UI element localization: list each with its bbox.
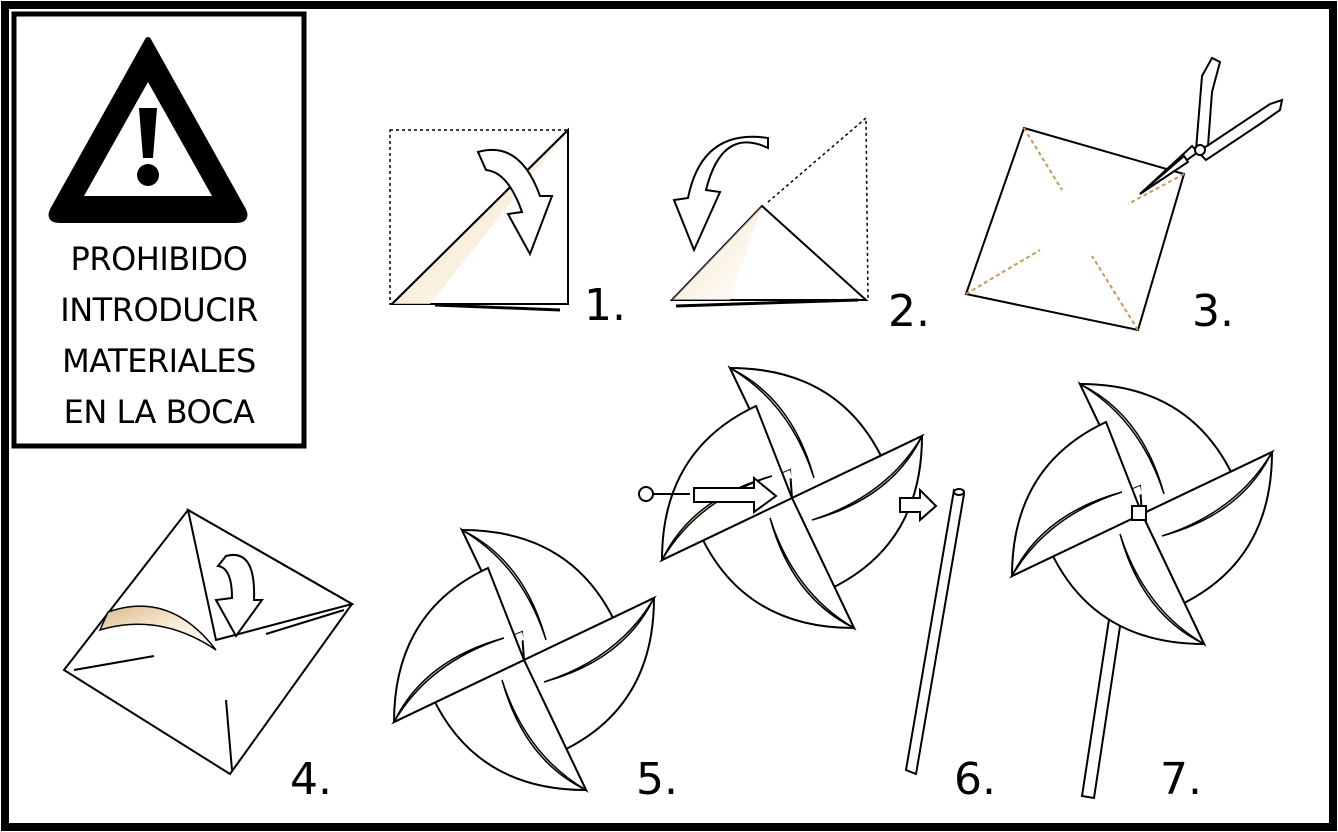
step-number-1: 1.: [584, 280, 626, 331]
warning-line-1: PROHIBIDO: [14, 234, 304, 285]
warning-line-4: EN LA BOCA: [14, 387, 304, 438]
step-number-4: 4.: [290, 754, 332, 805]
step-number-3: 3.: [1192, 286, 1234, 337]
step-number-7: 7.: [1160, 754, 1202, 805]
step-number-5: 5.: [636, 754, 678, 805]
warning-line-3: MATERIALES: [14, 336, 304, 387]
warning-text: PROHIBIDO INTRODUCIR MATERIALES EN LA BO…: [14, 234, 304, 438]
step-number-6: 6.: [954, 754, 996, 805]
step-number-2: 2.: [888, 286, 930, 337]
warning-line-2: INTRODUCIR: [14, 285, 304, 336]
